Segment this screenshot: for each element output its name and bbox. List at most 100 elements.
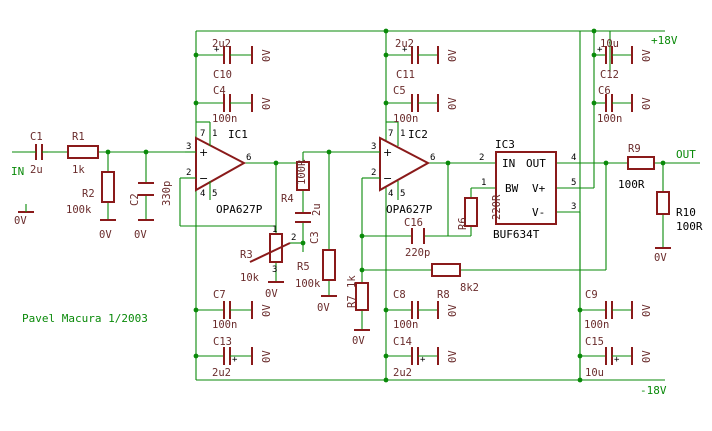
author-credit: Pavel Macura 1/2003: [22, 312, 148, 325]
R4-resistor: [296, 161, 310, 191]
C13-value: 2u2: [212, 367, 231, 379]
R8-ref: R8: [437, 289, 450, 301]
C6-value: 100n: [597, 113, 622, 125]
R2-gnd: 0V: [99, 229, 112, 241]
ic2-pin3: 3: [371, 142, 376, 152]
C14-value: 2u2: [393, 367, 412, 379]
R7-value: 1k: [346, 275, 358, 288]
C10-ref: C10: [213, 69, 232, 81]
R9-value: 100R: [618, 178, 645, 191]
ic1-pin3: 3: [186, 142, 191, 152]
C15-value: 10u: [585, 367, 604, 379]
svg-text:+: +: [214, 45, 220, 55]
C2-value: 330p: [161, 181, 173, 206]
ic3-pin-in: IN: [502, 157, 515, 170]
C5-ref: C5: [393, 85, 406, 97]
R3-pin1: 1: [272, 225, 277, 235]
R5-gnd: 0V: [317, 302, 330, 314]
C9-value: 100n: [584, 319, 609, 331]
C9-ref: C9: [585, 289, 598, 301]
R3-pin3: 3: [272, 265, 277, 275]
R3-wiper-arrow: [249, 242, 291, 263]
ic1-plus: +: [199, 146, 208, 159]
ic3-pin-vm: V-: [532, 206, 545, 219]
C16-value: 220p: [405, 247, 430, 259]
R10-resistor: [656, 191, 670, 215]
R6-ref: R6: [457, 217, 469, 230]
C6-ref: C6: [598, 85, 611, 97]
R10-ref: R10: [676, 206, 696, 219]
C3-capacitor: [295, 212, 311, 223]
C1-ref: C1: [30, 131, 43, 143]
C15-gnd: 0V: [641, 350, 653, 363]
ground-symbols: [18, 204, 671, 331]
C6-gnd: 0V: [641, 97, 653, 110]
C1-value: 2u: [30, 164, 43, 176]
C11-value: 2u2: [395, 38, 414, 50]
C14-ref: C14: [393, 336, 412, 348]
ic1-pin7: 7: [200, 129, 205, 139]
C15-ref: C15: [585, 336, 604, 348]
C12-value: 10u: [600, 38, 619, 50]
input-port-label: IN: [11, 165, 24, 178]
ic1-ref: IC1: [228, 128, 248, 141]
R4-value: 100R: [296, 159, 308, 185]
R9-ref: R9: [628, 143, 641, 155]
ic1-minus: −: [199, 172, 208, 185]
R2-value: 100k: [66, 204, 92, 216]
R1-value: 1k: [72, 164, 85, 176]
C8-ref: C8: [393, 289, 406, 301]
C12-ref: C12: [600, 69, 619, 81]
ic3-pin-bw: BW: [505, 182, 519, 195]
junction-dots: [105, 28, 666, 383]
ic1-pin5: 5: [212, 189, 217, 199]
ic2-pin2: 2: [371, 168, 376, 178]
C14-gnd: 0V: [447, 350, 459, 363]
ic3-part: BUF634T: [493, 228, 540, 241]
C2-capacitor: [138, 182, 154, 196]
R3-gnd: 0V: [265, 288, 278, 300]
C8-gnd: 0V: [447, 304, 459, 317]
ic1-pin4: 4: [200, 189, 205, 199]
R5-resistor: [322, 249, 336, 281]
ic2-pin1: 1: [400, 129, 405, 139]
ic3-ref: IC3: [495, 138, 515, 151]
R4-ref: R4: [281, 193, 294, 205]
R1-ref: R1: [72, 131, 85, 143]
rail-neg-label: -18V: [640, 384, 667, 397]
C7-value: 100n: [212, 319, 237, 331]
ic3-pin3: 3: [571, 202, 576, 212]
ic2-pin7: 7: [388, 129, 393, 139]
ic3-pin1: 1: [481, 178, 486, 188]
ic2-pin6: 6: [430, 153, 435, 163]
svg-text:+: +: [402, 45, 408, 55]
ic1-pin1: 1: [212, 129, 217, 139]
ic1-opamp: [185, 122, 247, 200]
C1-capacitor: [30, 144, 48, 160]
R3-value: 10k: [240, 272, 260, 284]
svg-text:+: +: [614, 355, 620, 365]
R3-pin2: 2: [291, 233, 296, 243]
ic3-pin4: 4: [571, 153, 576, 163]
ic3-pin5: 5: [571, 178, 576, 188]
ic3-pin-vp: V+: [532, 182, 546, 195]
C5-gnd: 0V: [447, 97, 459, 110]
C2-ref: C2: [129, 193, 141, 206]
R8-value: 8k2: [460, 282, 479, 294]
R7-resistor: [355, 282, 369, 311]
C5-value: 100n: [393, 113, 418, 125]
ic2-plus: +: [383, 146, 392, 159]
gnd-label: 0V: [14, 215, 27, 227]
R10-gnd: 0V: [654, 252, 667, 264]
C7-ref: C7: [213, 289, 226, 301]
svg-text:+: +: [232, 355, 238, 365]
output-port-label: OUT: [676, 148, 696, 161]
ic2-pin5: 5: [400, 189, 405, 199]
C8-value: 100n: [393, 319, 418, 331]
ic3-buffer: [495, 151, 557, 225]
decoupling-caps: [196, 46, 633, 365]
C16-capacitor: [411, 228, 425, 244]
C16-ref: C16: [404, 217, 423, 229]
C11-ref: C11: [396, 69, 415, 81]
